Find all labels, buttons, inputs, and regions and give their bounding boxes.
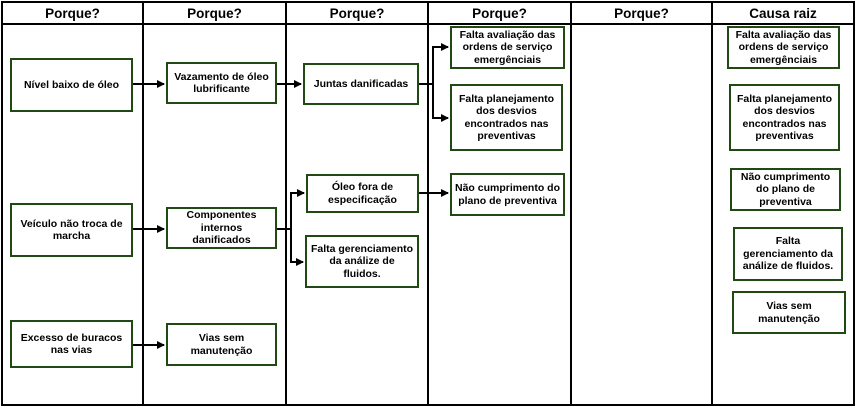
- cause-box-oil-leak: Vazamento de óleo lubrificante: [166, 62, 277, 104]
- column-header: Porque?: [572, 3, 711, 25]
- column-header: Porque?: [3, 3, 142, 25]
- cause-box-no-gear-change: Veículo não troca de marcha: [10, 203, 133, 257]
- cause-box-internal-components: Componentes internos danificados: [166, 207, 277, 249]
- column-3: Porque?: [287, 1, 429, 406]
- cause-box-roads-no-maintenance: Vias sem manutenção: [166, 323, 277, 366]
- column-header: Porque?: [429, 3, 570, 25]
- cause-box-fluid-analysis-management: Falta gerenciamento da análize de fluido…: [305, 235, 419, 288]
- column-1: Porque?: [1, 1, 144, 406]
- column-5: Porque?: [572, 1, 713, 406]
- cause-box-potholes: Excesso de buracos nas vias: [10, 320, 133, 368]
- cause-box-deviation-planning: Falta planejamento dos desvios encontrad…: [450, 84, 563, 151]
- column-root-cause: Causa raiz: [713, 1, 855, 406]
- cause-box-emergency-orders-evaluation: Falta avaliação das ordens de serviço em…: [450, 26, 565, 69]
- cause-box-damaged-joints: Juntas danificadas: [303, 63, 419, 105]
- root-cause-roads-no-maintenance: Vias sem manutenção: [732, 291, 846, 334]
- root-cause-fluid-analysis-management: Falta gerenciamento da análize de fluido…: [733, 227, 843, 281]
- column-header: Porque?: [144, 3, 285, 25]
- column-4: Porque?: [429, 1, 572, 406]
- root-cause-preventive-plan-noncompliance: Não cumprimento do plano de preventiva: [730, 168, 841, 211]
- cause-box-preventive-plan-noncompliance: Não cumprimento do plano de preventiva: [450, 173, 565, 216]
- cause-box-oil-out-of-spec: Óleo fora de especificação: [306, 174, 419, 213]
- column-header: Causa raiz: [713, 3, 853, 25]
- column-header: Porque?: [287, 3, 427, 25]
- root-cause-deviation-planning: Falta planejamento dos desvios encontrad…: [729, 84, 840, 151]
- column-2: Porque?: [144, 1, 287, 406]
- cause-box-low-oil: Nível baixo de óleo: [10, 58, 133, 112]
- root-cause-emergency-orders-evaluation: Falta avaliação das ordens de serviço em…: [727, 26, 840, 69]
